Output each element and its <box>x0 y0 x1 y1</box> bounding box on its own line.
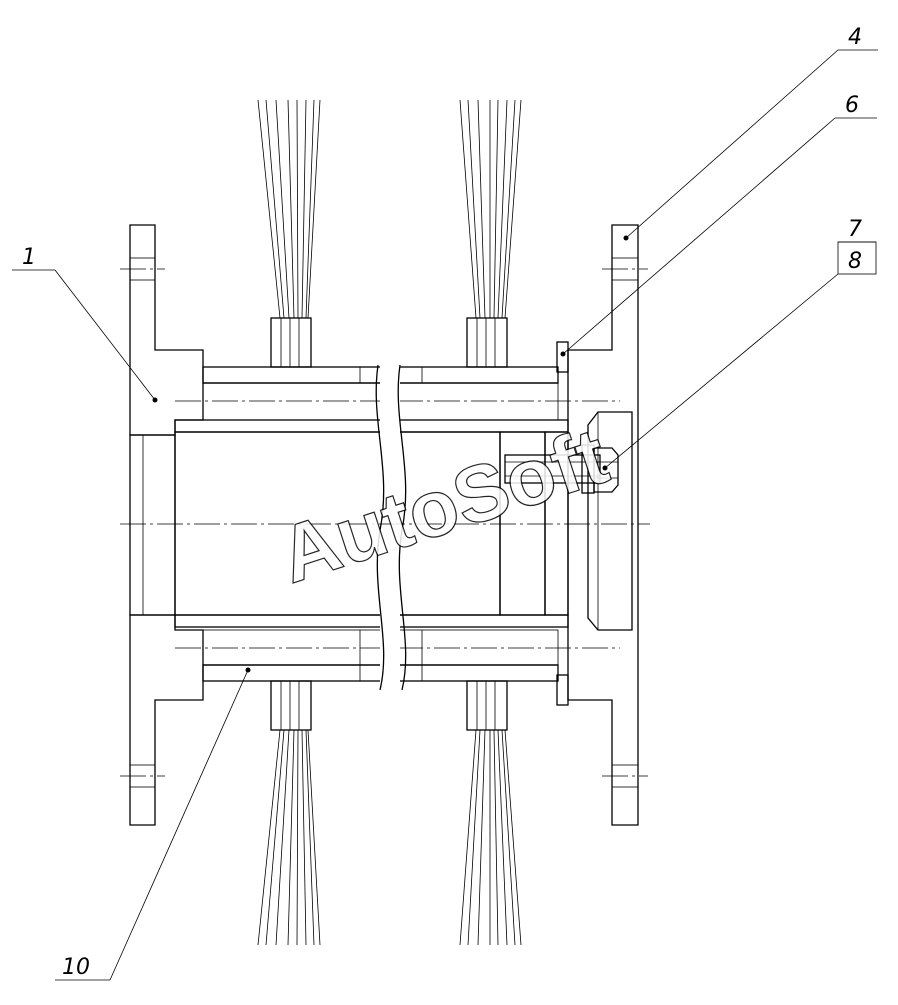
watermark-text: AutoSoft <box>269 411 618 600</box>
bolt-assembly <box>504 444 619 494</box>
callout-label-4: 4 <box>848 25 862 50</box>
callout-1: 1 <box>12 245 158 403</box>
callout-4: 4 <box>623 25 878 241</box>
callout-label-8: 8 <box>848 249 862 274</box>
left-flange <box>120 224 204 826</box>
callout-label-10: 10 <box>62 955 90 980</box>
break-line <box>375 360 407 691</box>
callout-6: 6 <box>560 93 877 357</box>
callout-label-6: 6 <box>845 93 859 118</box>
inner-pipe <box>174 400 620 649</box>
right-flange <box>556 224 648 826</box>
callout-label-7: 7 <box>848 217 862 242</box>
callout-label-1: 1 <box>22 245 36 270</box>
callout-7-8: 7 8 <box>602 217 877 471</box>
callout-10: 10 <box>55 667 251 981</box>
watermark: AutoSoft <box>268 410 618 600</box>
cable-bundles <box>257 99 522 946</box>
